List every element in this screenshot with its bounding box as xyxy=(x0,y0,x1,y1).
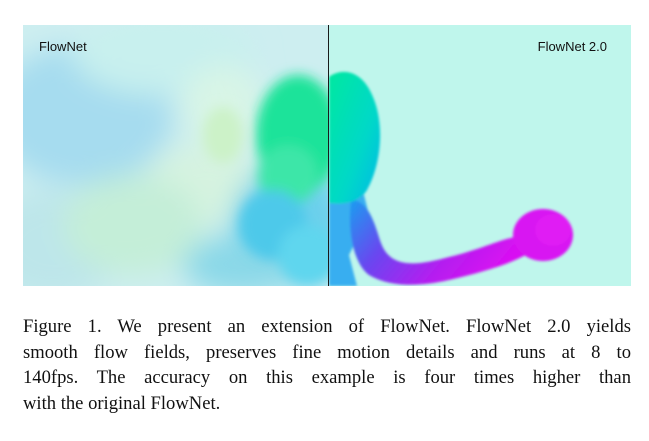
flownet-flow-image xyxy=(23,25,328,286)
flownet2-flow-image xyxy=(329,25,631,286)
caption-line: Figure 1. We present an extension of Flo… xyxy=(23,316,631,337)
caption-line: smooth flow fields, preserves fine motio… xyxy=(23,341,631,363)
flownet2-panel: FlowNet 2.0 xyxy=(329,25,631,286)
caption-line: with the original FlowNet. xyxy=(23,392,221,414)
panel-divider xyxy=(328,25,329,286)
flownet-label: FlowNet xyxy=(39,39,87,54)
figure-1: FlowNet xyxy=(23,25,631,286)
flownet2-label: FlowNet 2.0 xyxy=(537,39,607,54)
caption-line: 140fps. The accuracy on this example is … xyxy=(23,367,631,388)
figure-caption: Figure 1. We present an extension of Flo… xyxy=(23,314,631,416)
flownet-panel: FlowNet xyxy=(23,25,328,286)
